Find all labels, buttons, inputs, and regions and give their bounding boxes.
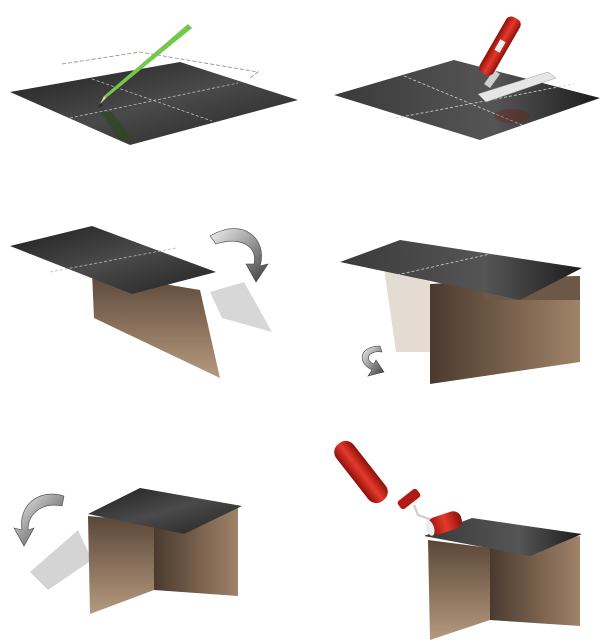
sheet-top: [88, 488, 242, 534]
card-fold: [30, 530, 92, 590]
card-side: [88, 516, 154, 614]
card-side: [430, 276, 580, 384]
card-side: [92, 272, 220, 378]
curved-arrow-icon: [361, 345, 385, 377]
step-3-panel: [10, 226, 272, 378]
sheet-top: [340, 240, 582, 300]
step-2-panel: [334, 16, 600, 140]
card-side: [428, 540, 490, 640]
step-1-panel: [10, 24, 298, 145]
step-6-panel: [334, 440, 582, 640]
sheet: [10, 62, 298, 145]
card-side-right: [490, 536, 580, 626]
step-5-panel: [13, 488, 242, 614]
curved-arrow-icon: [209, 228, 269, 283]
sheet: [334, 60, 600, 140]
ruler: [477, 71, 557, 103]
pencil-icon: [98, 24, 192, 140]
sheet-top: [424, 518, 582, 556]
roller-icon: [334, 440, 462, 536]
card-flap: [384, 268, 430, 352]
step-4-panel: [340, 240, 582, 384]
card-flap: [210, 282, 272, 332]
sheet-top: [10, 226, 216, 294]
craft-knife-icon: [479, 16, 530, 123]
curved-arrow-icon: [13, 493, 65, 547]
